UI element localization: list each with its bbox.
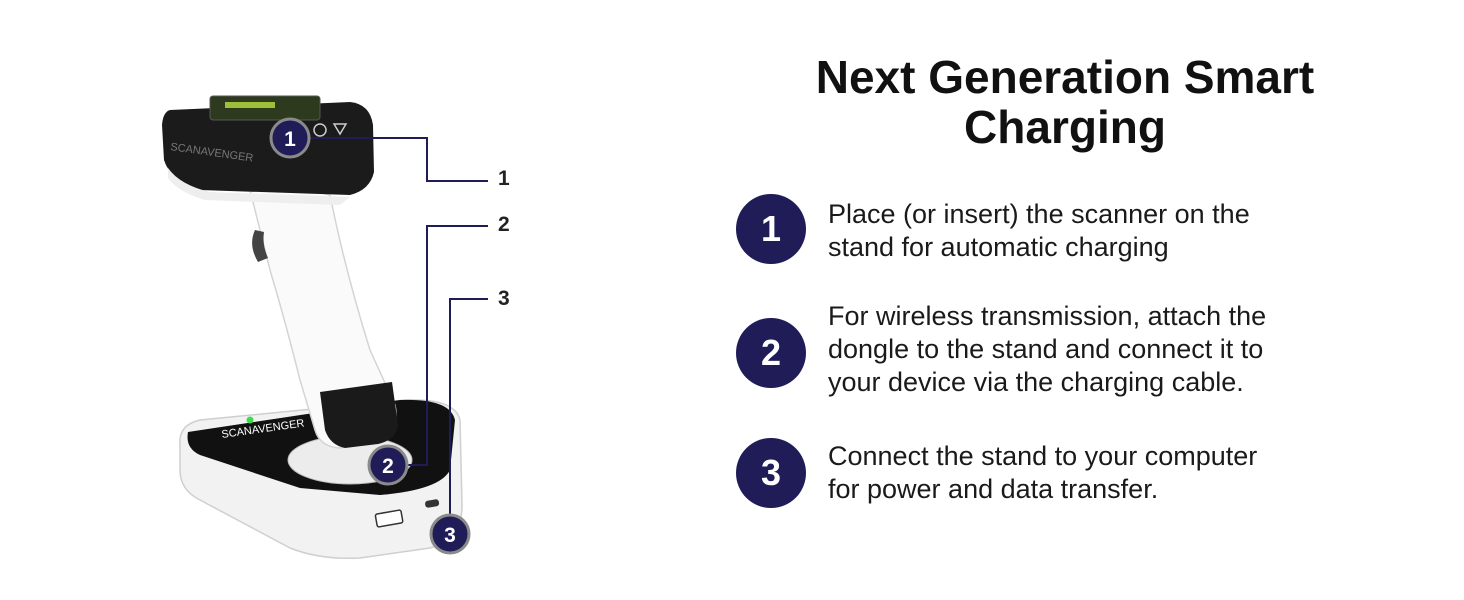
usb-c-port (425, 499, 440, 508)
callout-badge-2: 2 (367, 444, 409, 486)
leader-line-2 (408, 225, 488, 466)
scanner-power-icon (313, 123, 327, 137)
product-illustration: SCANAVENGER SCANAVENGER 1 2 3 (0, 0, 700, 600)
scanner-head-underside (168, 168, 350, 205)
step-badge-1: 1 (736, 194, 806, 264)
callout-label-3: 3 (498, 287, 510, 310)
step-badge-3: 3 (736, 438, 806, 508)
step-badge-2: 2 (736, 318, 806, 388)
trigger (252, 230, 268, 262)
step-text-3: Connect the stand to your computer for p… (828, 441, 1258, 504)
scanner-on-stand-image: SCANAVENGER SCANAVENGER 1 2 3 (162, 95, 488, 560)
svg-text:3: 3 (444, 524, 456, 547)
usb-port (374, 509, 404, 528)
callout-badge-1: 1 (269, 117, 311, 159)
leader-line-3 (449, 298, 488, 517)
status-led (246, 416, 254, 424)
callout-badge-3: 3 (429, 513, 471, 555)
step-text-1: Place (or insert) the scanner on the sta… (828, 199, 1250, 262)
scanner-arrow-icon (332, 123, 348, 136)
callout-label-2: 2 (498, 213, 510, 236)
leader-line-1 (305, 137, 488, 182)
scanner-head (162, 102, 374, 195)
page-title: Next Generation Smart Charging (815, 51, 1315, 153)
step-text-2: For wireless transmission, attach the do… (828, 301, 1267, 397)
callout-label-1: 1 (498, 167, 510, 190)
handle-grip (320, 382, 398, 448)
svg-text:1: 1 (284, 128, 296, 151)
svg-text:2: 2 (382, 455, 394, 478)
